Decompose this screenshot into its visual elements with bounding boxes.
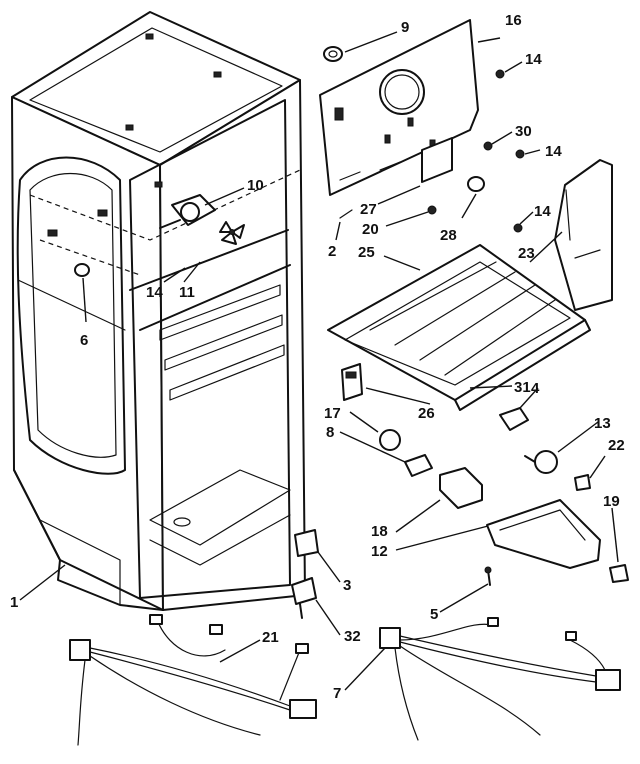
- callout-28: 28: [440, 227, 457, 244]
- part-6-plug: [74, 263, 90, 277]
- callout-14: 14: [545, 143, 562, 160]
- callout-13: 13: [594, 415, 611, 432]
- screws-14-30: [339, 69, 525, 233]
- part-25-evaporator-tray: [327, 244, 591, 411]
- callout-11: 11: [179, 284, 195, 301]
- part-28-plug: [467, 176, 485, 192]
- callout-16: 16: [505, 12, 522, 29]
- callout-31: 31: [514, 379, 531, 396]
- callout-6: 6: [80, 332, 88, 349]
- callout-14: 14: [146, 284, 163, 301]
- callout-27: 27: [360, 201, 377, 218]
- callout-20: 20: [362, 221, 379, 238]
- part-18-light-shield: [439, 467, 483, 509]
- callout-17: 17: [324, 405, 341, 422]
- part-5-screw: [484, 566, 492, 586]
- callout-2: 2: [328, 243, 336, 260]
- part-26-block: [341, 363, 363, 401]
- callout-32: 32: [344, 628, 361, 645]
- part-10-fan-motor-bracket: [159, 194, 216, 229]
- callout-14: 14: [534, 203, 551, 220]
- part-3-connector: [294, 529, 319, 557]
- callout-12: 12: [371, 543, 388, 560]
- callout-1: 1: [10, 594, 18, 611]
- callout-7: 7: [333, 685, 341, 702]
- callout-22: 22: [608, 437, 625, 454]
- callout-26: 26: [418, 405, 435, 422]
- leader-lines: [19, 31, 619, 691]
- part-17-light-bulb: [379, 429, 401, 451]
- callout-21: 21: [262, 629, 279, 646]
- callout-18: 18: [371, 523, 388, 540]
- part-8-socket: [404, 454, 433, 477]
- callout-14: 14: [525, 51, 542, 68]
- callout-25: 25: [358, 244, 375, 261]
- callout-19: 19: [603, 493, 620, 510]
- part-19-clip: [609, 564, 629, 583]
- part-12-light-housing: [486, 499, 601, 569]
- part-16-evaporator-cover: [319, 19, 479, 196]
- part-22-knob: [574, 474, 591, 491]
- callout-23: 23: [518, 245, 535, 262]
- part-23-air-duct: [554, 159, 613, 311]
- callout-labels: 9 16 14 30 14 10 27 20 28 14 2 25 23 14 …: [10, 12, 625, 702]
- part-11-fan-blade: [219, 221, 245, 245]
- callout-30: 30: [515, 123, 532, 140]
- part-9-grommet: [323, 46, 343, 62]
- callout-10: 10: [247, 177, 264, 194]
- part-13-thermostat: [524, 450, 558, 474]
- callout-8: 8: [326, 424, 334, 441]
- callout-4: 4: [531, 380, 540, 397]
- part-7-wire-harness: [379, 617, 621, 741]
- part-21-wire-harness: [69, 614, 317, 746]
- cabinet-liner: [11, 11, 306, 611]
- part-32-connector: [291, 577, 317, 619]
- callout-9: 9: [401, 19, 409, 36]
- part-4-clip: [499, 407, 529, 431]
- callout-3: 3: [343, 577, 351, 594]
- callout-5: 5: [430, 606, 438, 623]
